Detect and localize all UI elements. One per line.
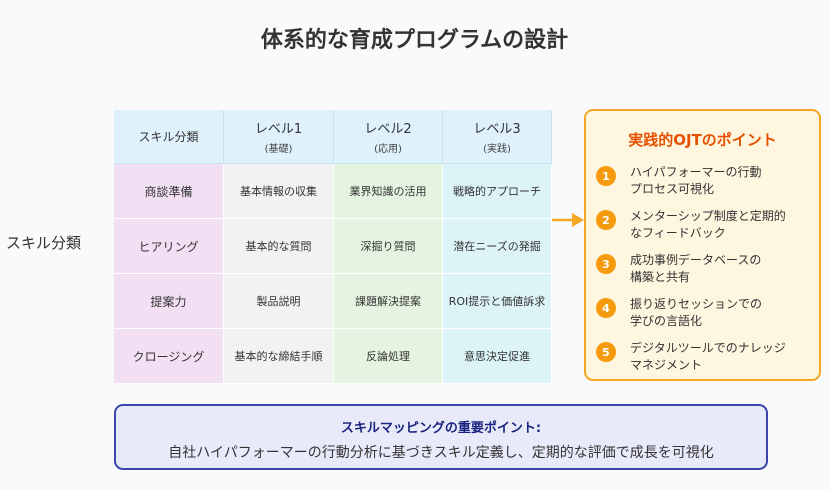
number-badge: 2 <box>596 210 616 230</box>
level2-cell: 課題解決提案 <box>334 274 443 329</box>
skill-cell: クロージング <box>114 329 224 384</box>
ojt-item-line: 学びの言語化 <box>630 314 703 328</box>
page-title: 体系的な育成プログラムの設計 <box>260 28 569 53</box>
level3-cell: 潜在ニーズの発掘 <box>443 219 552 274</box>
header-level-2: レベル2 (応用) <box>334 110 443 164</box>
key-point-title: スキルマッピングの重要ポイント: <box>340 421 542 436</box>
header-label: レベル3 <box>473 122 521 137</box>
level3-cell: 戦略的アプローチ <box>443 164 552 219</box>
ojt-item-text: 成功事例データベースの 構築と共有 <box>630 252 761 286</box>
level2-cell: 反論処理 <box>334 329 443 384</box>
ojt-item-line: デジタルツールでのナレッジ <box>630 341 786 355</box>
level2-cell: 業界知識の活用 <box>334 164 443 219</box>
number-badge: 1 <box>596 166 616 186</box>
number-badge: 4 <box>596 298 616 318</box>
key-point-box: スキルマッピングの重要ポイント: 自社ハイパフォーマーの行動分析に基づきスキル定… <box>114 404 768 470</box>
arrow-right-icon <box>552 213 584 227</box>
ojt-item-line: プロセス可視化 <box>630 182 715 196</box>
ojt-list: 1 ハイパフォーマーの行動 プロセス可視化 2 メンターシップ制度と定期的 なフ… <box>586 164 819 384</box>
ojt-item-line: なフィードバック <box>630 226 726 240</box>
header-level-1: レベル1 (基礎) <box>224 110 334 164</box>
ojt-item-text: メンターシップ制度と定期的 なフィードバック <box>630 208 786 242</box>
header-sublabel: (実践) <box>483 144 511 155</box>
level1-cell: 基本的な締結手順 <box>224 329 334 384</box>
level2-cell: 深掘り質問 <box>334 219 443 274</box>
ojt-title: 実践的OJTのポイント <box>628 131 777 149</box>
level3-cell: 意思決定促進 <box>443 329 552 384</box>
ojt-item: 3 成功事例データベースの 構築と共有 <box>586 252 819 296</box>
ojt-item-text: ハイパフォーマーの行動 プロセス可視化 <box>630 164 762 198</box>
header-sublabel: (応用) <box>374 144 402 155</box>
side-axis-label: スキル分類 <box>6 234 82 252</box>
header-level-3: レベル3 (実践) <box>443 110 552 164</box>
ojt-points-panel: 実践的OJTのポイント 1 ハイパフォーマーの行動 プロセス可視化 2 メンター… <box>584 109 821 381</box>
ojt-item-line: マネジメント <box>630 358 703 372</box>
ojt-item: 5 デジタルツールでのナレッジ マネジメント <box>586 340 819 384</box>
level1-cell: 基本情報の収集 <box>224 164 334 219</box>
header-label: スキル分類 <box>138 130 199 144</box>
ojt-item-line: ハイパフォーマーの行動 <box>630 165 762 179</box>
header-skill-category: スキル分類 <box>114 110 224 164</box>
skill-cell: 提案力 <box>114 274 224 329</box>
number-badge: 3 <box>596 254 616 274</box>
level1-cell: 基本的な質問 <box>224 219 334 274</box>
skill-cell: ヒアリング <box>114 219 224 274</box>
ojt-item-line: 構築と共有 <box>630 270 691 284</box>
ojt-item-text: デジタルツールでのナレッジ マネジメント <box>630 340 786 374</box>
ojt-item: 4 振り返りセッションでの 学びの言語化 <box>586 296 819 340</box>
level3-cell: ROI提示と価値訴求 <box>443 274 552 329</box>
skill-matrix: スキル分類 レベル1 (基礎) レベル2 (応用) レベル3 (実践) 商談準備… <box>114 110 552 384</box>
header-label: レベル2 <box>364 122 412 137</box>
level1-cell: 製品説明 <box>224 274 334 329</box>
ojt-item-text: 振り返りセッションでの 学びの言語化 <box>630 296 762 330</box>
ojt-item: 2 メンターシップ制度と定期的 なフィードバック <box>586 208 819 252</box>
number-badge: 5 <box>596 342 616 362</box>
skill-cell: 商談準備 <box>114 164 224 219</box>
ojt-item-line: メンターシップ制度と定期的 <box>630 209 786 223</box>
header-sublabel: (基礎) <box>264 144 293 155</box>
ojt-item-line: 成功事例データベースの <box>630 253 762 267</box>
ojt-item: 1 ハイパフォーマーの行動 プロセス可視化 <box>586 164 819 208</box>
ojt-item-line: 振り返りセッションでの <box>630 297 763 311</box>
key-point-text: 自社ハイパフォーマーの行動分析に基づきスキル定義し、定期的な評価で成長を可視化 <box>168 445 714 461</box>
header-label: レベル1 <box>254 122 303 137</box>
